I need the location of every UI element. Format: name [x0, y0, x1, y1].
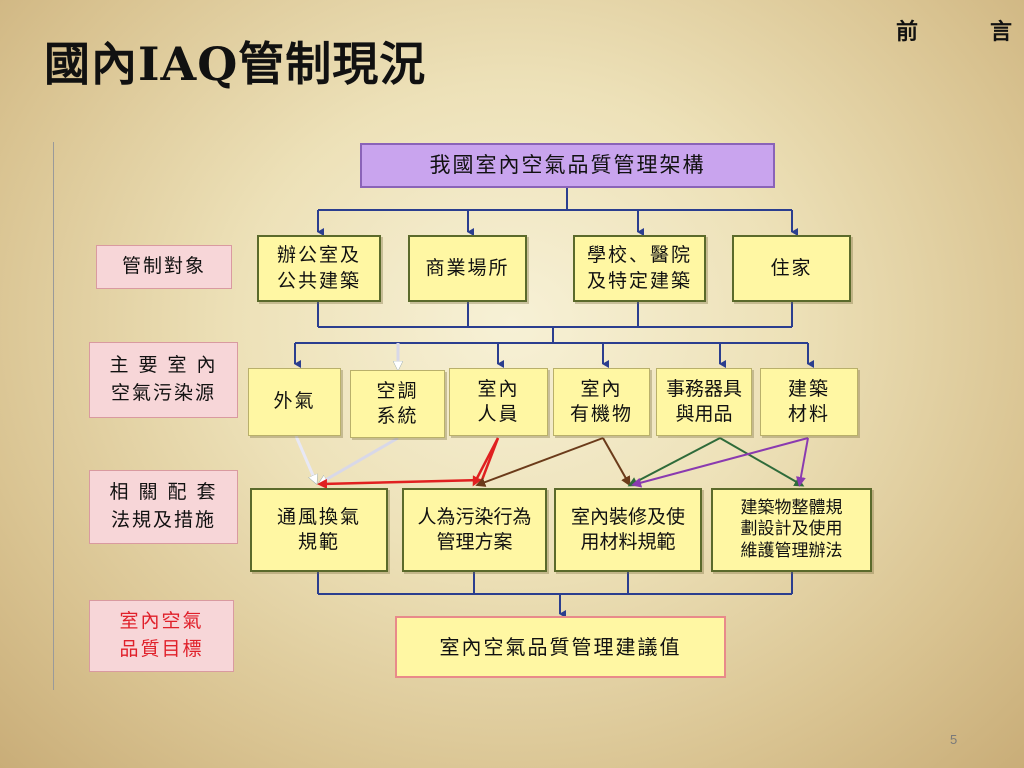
page-number: 5: [950, 732, 958, 747]
left-divider: [53, 142, 54, 690]
targets-to-sources-lines: [294, 302, 814, 368]
row-label-goal: 室內空氣 品質目標: [89, 600, 234, 672]
root-node: 我國室內空氣品質管理架構: [360, 143, 775, 188]
target-residence: 住家: [732, 235, 851, 302]
section-char-2: 言: [989, 19, 1012, 45]
slide-title: 國內IAQ管制現況: [44, 37, 427, 91]
source-hvac: 空調 系統: [350, 370, 445, 438]
section-char-1: 前: [896, 19, 919, 45]
source-outdoor-air: 外氣: [248, 368, 341, 436]
section-label: 前 言: [896, 14, 1012, 46]
measure-renovation-materials: 室內裝修及使 用材料規範: [554, 488, 702, 572]
measures-to-goal-lines: [317, 572, 793, 618]
source-occupants: 室內 人員: [449, 368, 548, 436]
target-office-public: 辦公室及 公共建築: [257, 235, 381, 302]
source-office-equipment: 事務器具 與用品: [656, 368, 752, 436]
target-school-hospital: 學校、醫院 及特定建築: [573, 235, 706, 302]
sources-to-measures-arrows: [294, 435, 809, 489]
row-label-targets: 管制對象: [96, 245, 232, 289]
target-commercial: 商業場所: [408, 235, 527, 302]
row-label-sources: 主 要 室 內 空氣污染源: [89, 342, 238, 418]
source-organics: 室內 有機物: [553, 368, 650, 436]
source-building-materials: 建築 材料: [760, 368, 858, 436]
row-label-measures: 相 關 配 套 法規及措施: [89, 470, 238, 544]
measure-building-planning: 建築物整體規 劃設計及使用 維護管理辦法: [711, 488, 872, 572]
measure-human-pollution: 人為污染行為 管理方案: [402, 488, 547, 572]
measure-ventilation: 通風換氣 規範: [250, 488, 388, 572]
root-to-targets-lines: [317, 188, 798, 236]
goal-iaq-guidelines: 室內空氣品質管理建議值: [395, 616, 726, 678]
